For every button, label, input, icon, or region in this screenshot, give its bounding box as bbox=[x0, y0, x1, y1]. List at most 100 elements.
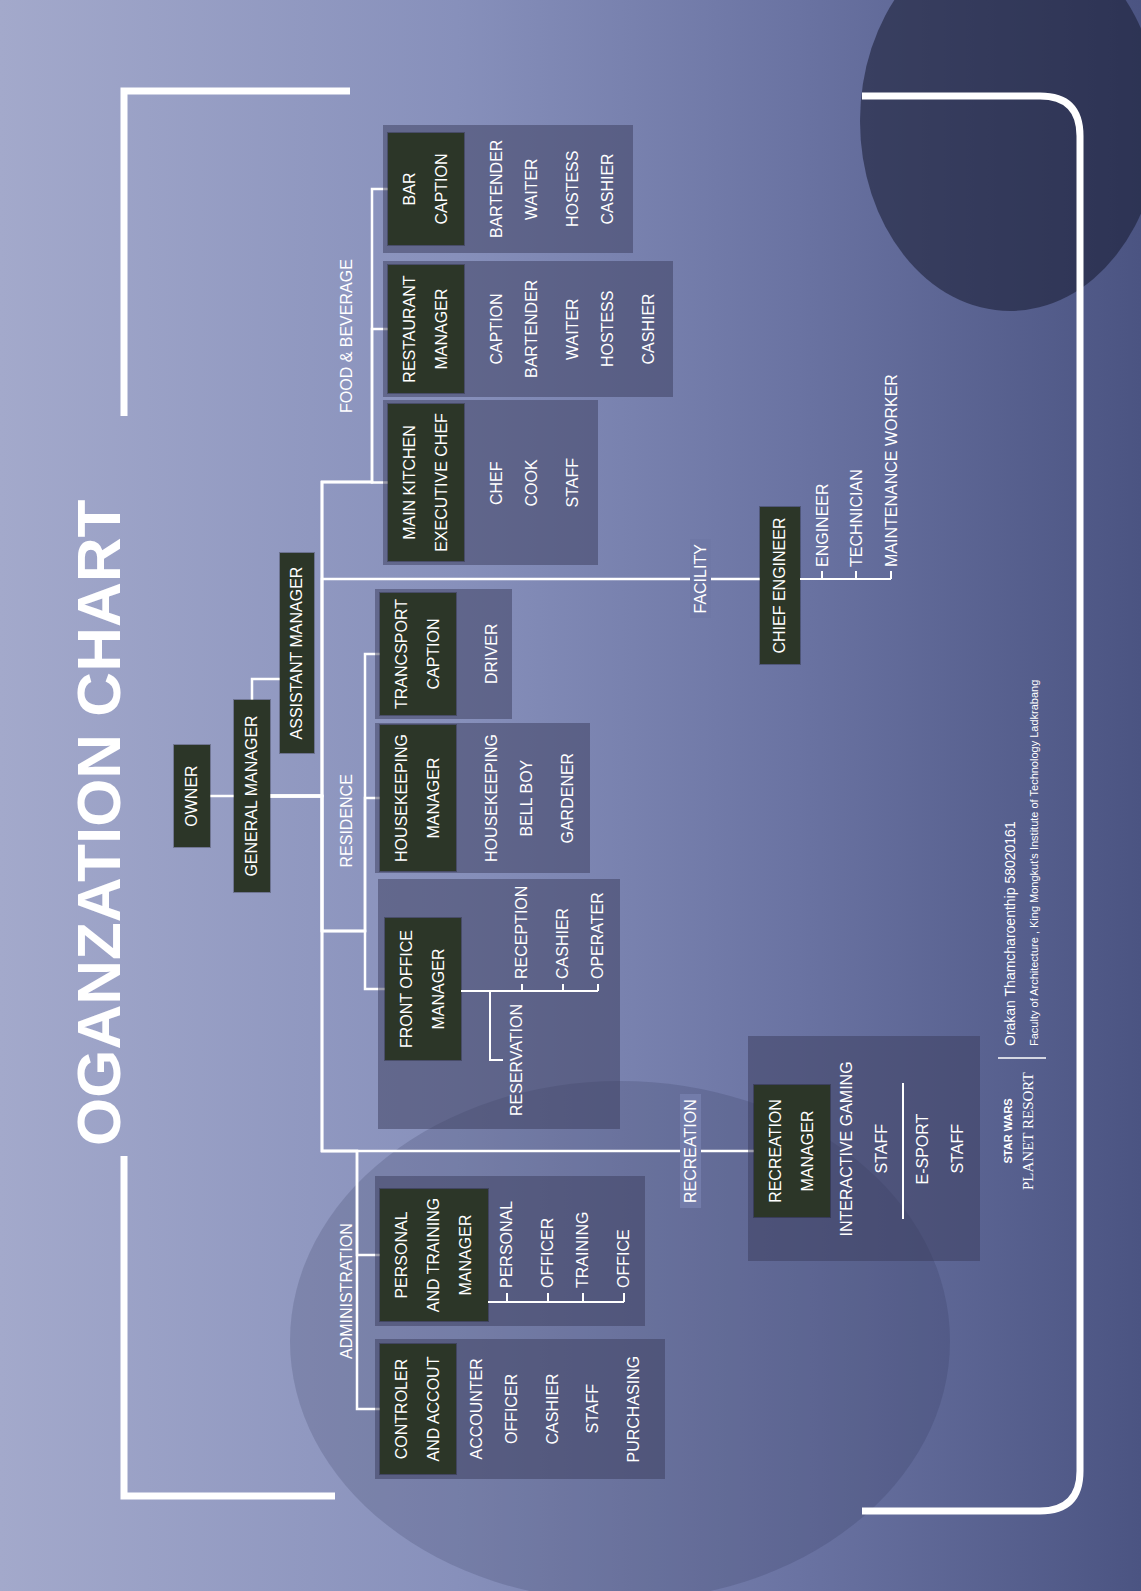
org-connector bbox=[270, 329, 388, 796]
position-box: RECREATION MANAGER bbox=[754, 1085, 830, 1217]
staff-position: CASHIER bbox=[553, 908, 573, 979]
chart-title: OGANZATION CHART bbox=[68, 500, 130, 1146]
staff-position: GARDENER bbox=[558, 753, 578, 844]
divider-line bbox=[902, 1083, 904, 1219]
staff-position: E-SPORT bbox=[913, 1114, 933, 1185]
department-panel: PERSONAL OFFICER TRAINING OFFICE PERSONAL AN… bbox=[375, 1176, 645, 1326]
position-box: ASSISTANT MANAGER bbox=[280, 553, 314, 753]
staff-position: TRAINING bbox=[573, 1212, 593, 1288]
logo-text: PLANET RESORT bbox=[1019, 1072, 1037, 1190]
branch-label: ADMINISTRATION bbox=[337, 1223, 356, 1359]
department-panel: INTERACTIVE GAMING STAFF E-SPORT STAFF RECRE… bbox=[748, 1036, 980, 1261]
frame-bracket bbox=[124, 1156, 335, 1496]
staff-position: STAFF bbox=[563, 458, 583, 507]
department-panel: CAPTION BARTENDER WAITER HOSTESS CASHIER REST… bbox=[383, 261, 673, 397]
branch-label: RECREATION bbox=[680, 1094, 701, 1208]
staff-position: STAFF bbox=[583, 1384, 603, 1433]
branch-label: FOOD & BEVERAGE bbox=[337, 259, 356, 413]
staff-bracket bbox=[461, 984, 598, 1060]
staff-position: WAITER bbox=[522, 158, 542, 220]
position-box: PERSONAL AND TRAINING MANAGER bbox=[380, 1189, 488, 1321]
department-panel: ACCOUNTER OFFICER CASHIER STAFF PURCHASING CO… bbox=[375, 1339, 665, 1479]
logo-text: STAR WARS bbox=[1002, 1098, 1015, 1163]
staff-position: PERSONAL bbox=[497, 1201, 517, 1288]
position-box: BAR CAPTION bbox=[388, 133, 464, 245]
credit-text: Orakan Thamcharoenthip 58020161 bbox=[1002, 821, 1019, 1046]
staff-position: INTERACTIVE GAMING bbox=[837, 1061, 857, 1236]
branch-label: RESIDENCE bbox=[337, 774, 356, 867]
department-panel: HOUSEKEEPING BELL BOY GARDENER HOUSEKEEPING… bbox=[375, 723, 590, 873]
staff-position: BARTENDER bbox=[487, 140, 507, 238]
position-box: MAIN KITCHEN EXECUTIVE CHEF bbox=[388, 404, 464, 561]
org-connector bbox=[270, 796, 380, 931]
frame-bracket bbox=[124, 91, 350, 416]
branch-label: FACILITY bbox=[690, 539, 711, 618]
staff-position: OFFICER bbox=[538, 1218, 558, 1288]
footer-divider bbox=[998, 1057, 1046, 1059]
staff-position: CHEF bbox=[487, 461, 507, 505]
position-title: PERSONAL AND TRAINING MANAGER bbox=[386, 1195, 482, 1315]
staff-position: ENGINEER bbox=[813, 483, 832, 567]
org-connector bbox=[210, 795, 234, 798]
staff-position: RECEPTION bbox=[512, 886, 532, 979]
staff-bracket bbox=[800, 571, 891, 579]
position-title: RESTAURANT MANAGER bbox=[394, 271, 458, 387]
staff-position: HOUSEKEEPING bbox=[482, 734, 502, 862]
position-box: TRANCSPORT CAPTION bbox=[380, 593, 456, 715]
department-panel: BARTENDER WAITER HOSTESS CASHIER BAR CAPTION bbox=[383, 125, 633, 253]
position-title: TRANCSPORT CAPTION bbox=[386, 599, 450, 709]
staff-position: WAITER bbox=[563, 298, 583, 360]
position-box: HOUSEKEEPING MANAGER bbox=[380, 725, 456, 871]
staff-position: HOSTESS bbox=[563, 151, 583, 227]
staff-position: RESERVATION bbox=[507, 1004, 527, 1116]
figure-shadow bbox=[860, 0, 1141, 311]
position-title: GENERAL MANAGER bbox=[240, 706, 264, 886]
department-panel: DRIVER TRANCSPORT CAPTION bbox=[375, 589, 512, 719]
org-connector bbox=[270, 189, 388, 796]
position-box: RESTAURANT MANAGER bbox=[388, 265, 464, 393]
staff-position: CASHIER bbox=[598, 153, 618, 224]
staff-position: CAPTION bbox=[487, 293, 507, 364]
staff-position: CASHIER bbox=[639, 293, 659, 364]
staff-position: OFFICE bbox=[614, 1229, 634, 1288]
position-box: FRONT OFFICE MANAGER bbox=[385, 918, 461, 1060]
staff-position: ACCOUNTER bbox=[467, 1358, 487, 1459]
position-box: CONTROLER AND ACCOUT bbox=[380, 1344, 456, 1474]
staff-position: HOSTESS bbox=[598, 291, 618, 367]
staff-position: BARTENDER bbox=[522, 280, 542, 378]
department-panel: CHEF COOK STAFF MAIN KITCHEN EXECUTIVE CHEF bbox=[383, 400, 598, 565]
credit-text: Faculty of Architecture , King Mongkut's… bbox=[1028, 680, 1041, 1046]
position-box: CHIEF ENGINEER bbox=[760, 507, 800, 664]
position-title: CONTROLER AND ACCOUT bbox=[386, 1350, 450, 1468]
staff-position: MAINTENANCE WORKER bbox=[882, 374, 901, 567]
staff-position: DRIVER bbox=[482, 624, 502, 684]
position-title: CHIEF ENGINEER bbox=[766, 513, 794, 658]
staff-position: OPERATER bbox=[588, 892, 608, 979]
position-title: MAIN KITCHEN EXECUTIVE CHEF bbox=[394, 410, 458, 555]
staff-position: BELL BOY bbox=[517, 760, 537, 837]
staff-position: STAFF bbox=[872, 1124, 892, 1173]
position-title: BAR CAPTION bbox=[394, 139, 458, 239]
org-connector bbox=[270, 796, 380, 1255]
org-connector bbox=[270, 796, 385, 989]
staff-bracket bbox=[488, 1293, 624, 1302]
department-panel: RESERVATION RECEPTION CASHIER OPERATER FRONT… bbox=[378, 879, 620, 1129]
staff-position: STAFF bbox=[948, 1124, 968, 1173]
staff-position: COOK bbox=[522, 459, 542, 506]
org-connector bbox=[270, 482, 388, 796]
staff-position: PURCHASING bbox=[624, 1356, 644, 1463]
staff-position: TECHNICIAN bbox=[847, 469, 866, 567]
position-box: OWNER bbox=[174, 745, 210, 847]
position-title: OWNER bbox=[180, 751, 204, 841]
position-title: HOUSEKEEPING MANAGER bbox=[386, 731, 450, 865]
org-connector bbox=[270, 796, 380, 1409]
staff-position: CASHIER bbox=[543, 1373, 563, 1444]
position-title: FRONT OFFICE MANAGER bbox=[391, 924, 455, 1054]
position-box: GENERAL MANAGER bbox=[234, 700, 270, 892]
org-connector bbox=[252, 679, 280, 700]
frame-bracket bbox=[862, 96, 1080, 1511]
staff-position: OFFICER bbox=[502, 1374, 522, 1444]
position-title: ASSISTANT MANAGER bbox=[286, 559, 308, 747]
position-title: RECREATION MANAGER bbox=[760, 1091, 824, 1211]
